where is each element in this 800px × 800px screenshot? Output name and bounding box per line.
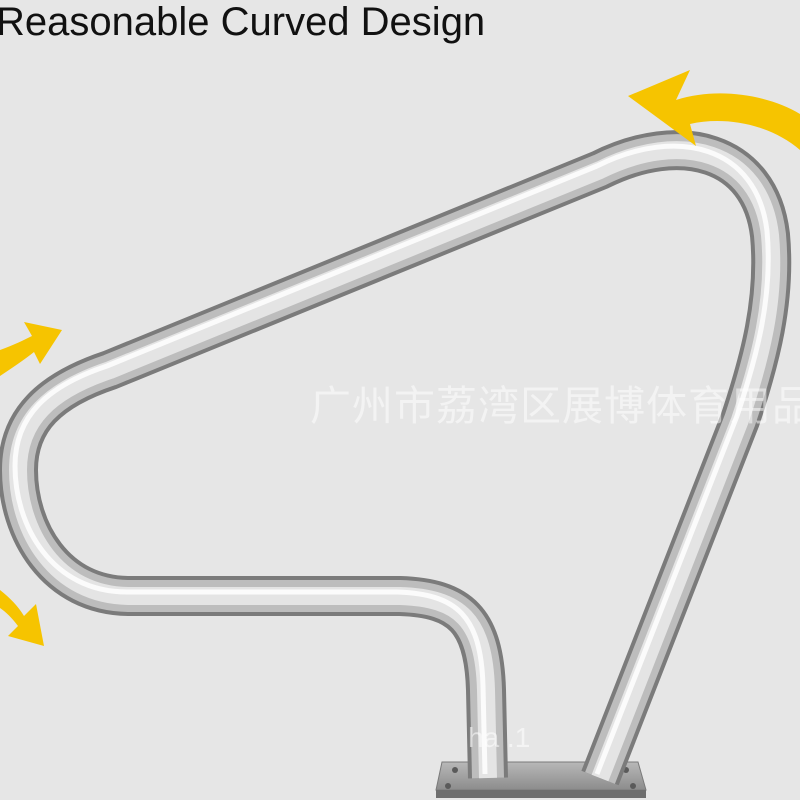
curved-arrow-icon [628,70,800,150]
curved-arrow-icon [0,590,44,646]
headline: Reasonable Curved Design [0,0,486,44]
watermark-text: 广州市荔湾区展博体育用品商行 [310,382,800,430]
base-watermark-text: ha .1 [468,722,531,753]
curved-arrow-icon [0,322,62,376]
handrail-tube [0,130,792,786]
